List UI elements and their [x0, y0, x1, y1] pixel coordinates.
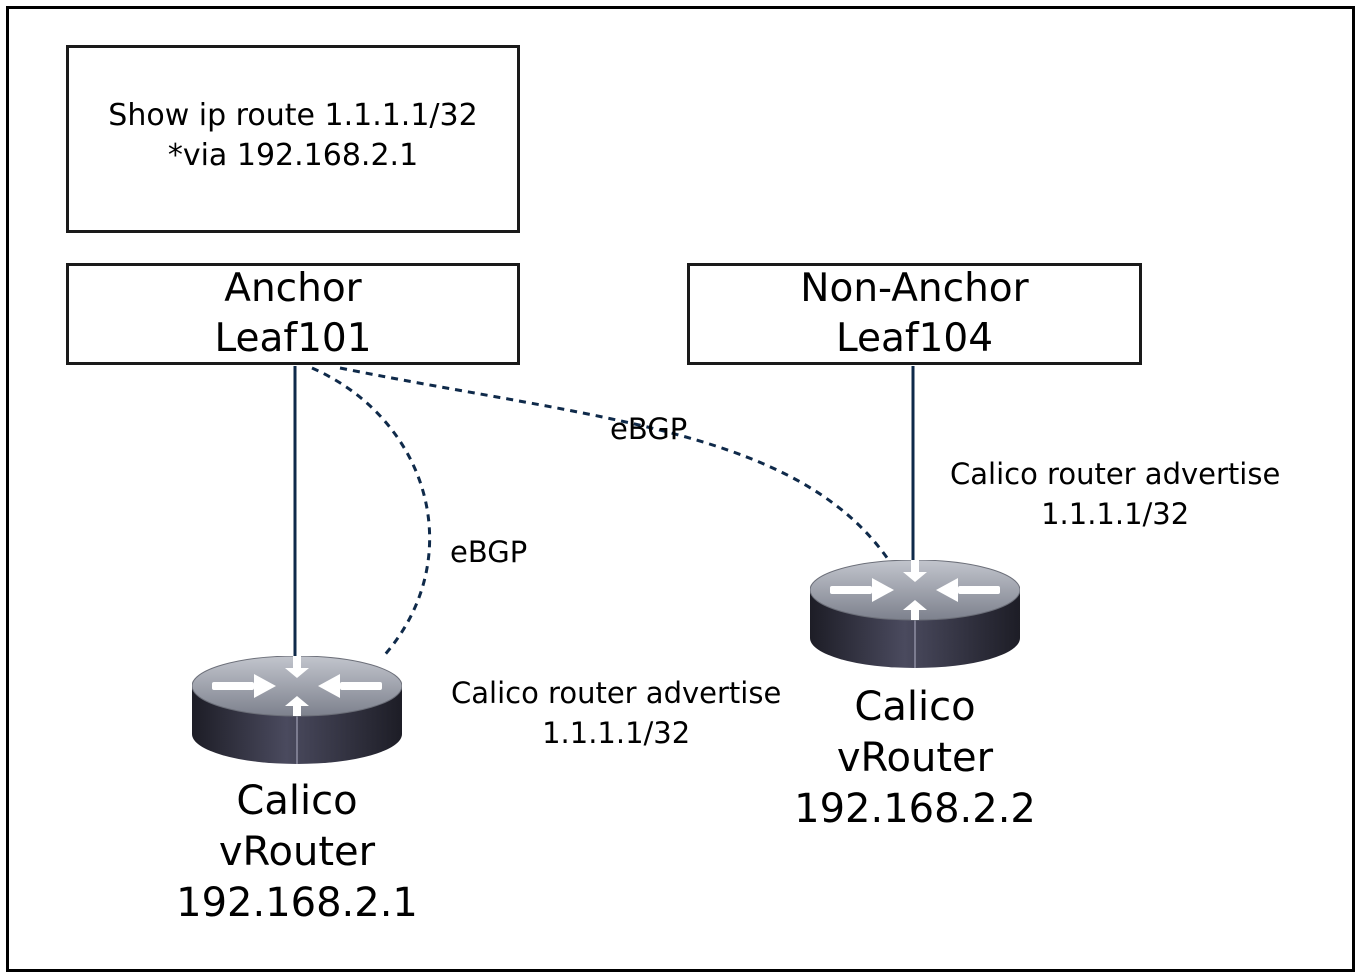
advertise-label-left: Calico router advertise 1.1.1.1/32	[451, 673, 781, 753]
advertise-left-line2: 1.1.1.1/32	[542, 716, 691, 750]
advertise-right-line1: Calico router advertise	[950, 457, 1281, 491]
router-right-ip: 192.168.2.2	[794, 786, 1036, 832]
ebgp-label-left: eBGP	[450, 535, 528, 569]
router-left-line1: Calico	[236, 778, 358, 824]
diagram-frame	[6, 6, 1355, 972]
router-icon	[192, 656, 402, 765]
router-right-line2: vRouter	[836, 735, 994, 781]
advertise-label-right: Calico router advertise 1.1.1.1/32	[950, 454, 1280, 534]
route-next-hop: *via 192.168.2.1	[167, 138, 419, 173]
route-table-box: Show ip route 1.1.1.1/32 *via 192.168.2.…	[66, 45, 520, 233]
ebgp-label-right: eBGP	[610, 412, 688, 446]
router-left-line2: vRouter	[218, 829, 376, 875]
advertise-right-line2: 1.1.1.1/32	[1041, 497, 1190, 531]
router-left-ip: 192.168.2.1	[176, 880, 418, 926]
router-icon	[810, 560, 1020, 669]
advertise-left-line1: Calico router advertise	[451, 676, 782, 710]
nonanchor-leaf-role: Non-Anchor	[800, 266, 1029, 311]
router-right-line1: Calico	[854, 684, 976, 730]
nonanchor-leaf-name: Leaf104	[835, 316, 994, 361]
route-command: Show ip route 1.1.1.1/32	[108, 98, 478, 133]
nonanchor-leaf-box: Non-Anchor Leaf104	[687, 263, 1142, 365]
ebgp-link-right	[339, 366, 892, 563]
anchor-leaf-box: Anchor Leaf101	[66, 263, 520, 365]
router-right-label: Calico vRouter 192.168.2.2	[765, 682, 1065, 835]
router-left-label: Calico vRouter 192.168.2.1	[147, 776, 447, 929]
anchor-leaf-name: Leaf101	[214, 316, 372, 361]
anchor-leaf-role: Anchor	[224, 266, 362, 311]
ebgp-link-left	[311, 366, 432, 660]
